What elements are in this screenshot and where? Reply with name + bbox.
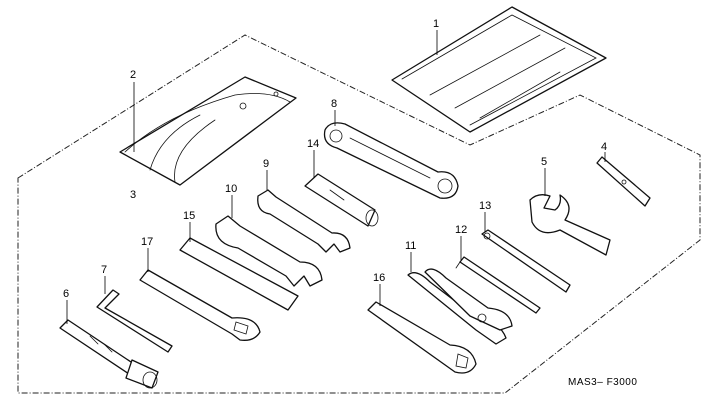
callout-11: 11 xyxy=(405,240,416,252)
open-end-wrench-large-icon xyxy=(215,215,323,287)
callout-12: 12 xyxy=(455,224,467,236)
callout-5: 5 xyxy=(541,156,547,168)
box-end-wrench-icon xyxy=(323,122,459,199)
figure-code: MAS3– F3000 xyxy=(568,377,637,388)
screwdriver-tip-icon xyxy=(455,256,541,314)
offset-wrench-icon xyxy=(139,269,261,341)
callout-17: 17 xyxy=(141,236,153,248)
tool-pouch-icon xyxy=(391,6,607,133)
pin-spanner-icon xyxy=(529,194,611,256)
socket-wrench-icon xyxy=(367,301,477,374)
screwdriver-icon xyxy=(481,229,571,293)
open-end-wrench-small-icon xyxy=(257,189,351,253)
callout-9: 9 xyxy=(263,158,269,170)
callout-1: 1 xyxy=(433,18,439,30)
spark-plug-wrench-icon xyxy=(59,319,159,389)
diagram-frame xyxy=(17,34,701,394)
callout-16: 16 xyxy=(373,272,385,284)
tool-bag-icon xyxy=(119,76,297,186)
callout-7: 7 xyxy=(101,264,107,276)
screwdriver-grip-icon xyxy=(304,173,379,227)
pin-wrench-handle-icon xyxy=(596,156,651,207)
callout-4: 4 xyxy=(601,141,607,153)
callout-3: 3 xyxy=(130,189,136,201)
extension-bar-icon xyxy=(179,237,299,311)
callout-14: 14 xyxy=(307,138,319,150)
leader-lines xyxy=(66,30,606,324)
hex-key-icon xyxy=(96,289,173,353)
pliers-icon xyxy=(407,268,513,345)
callout-15: 15 xyxy=(183,210,195,222)
callout-6: 6 xyxy=(63,288,69,300)
callout-8: 8 xyxy=(331,98,337,110)
callout-10: 10 xyxy=(225,183,237,195)
callout-13: 13 xyxy=(479,200,491,212)
callout-2: 2 xyxy=(130,69,136,81)
